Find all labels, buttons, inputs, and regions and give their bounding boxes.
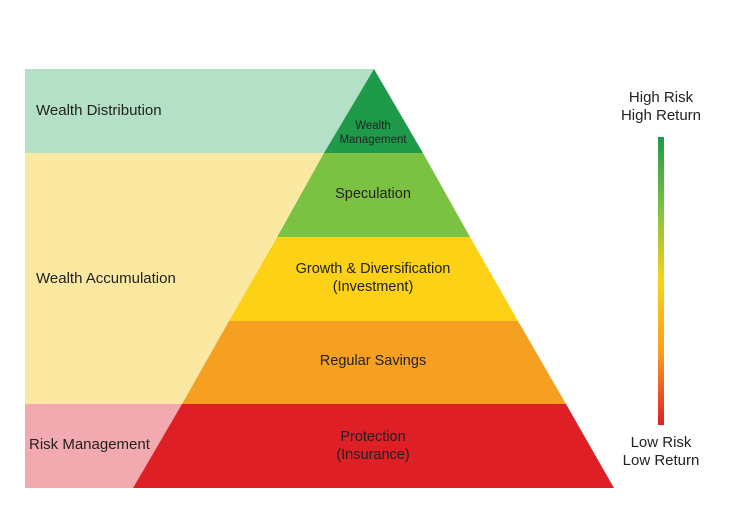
tier-label-line: Protection: [340, 429, 406, 445]
tier-protection: [133, 404, 614, 488]
tier-growth-diversification: [229, 237, 518, 321]
tier-label-line: Regular Savings: [319, 353, 427, 369]
scale-label-line: Low Risk: [630, 434, 692, 451]
tier-wealth-management: [324, 69, 423, 153]
tier-label-protection: Protection (Insurance): [336, 428, 409, 464]
band-label-wealth-distribution: Wealth Distribution: [36, 102, 162, 119]
tier-label-line: Management: [339, 134, 407, 146]
tier-label-growth-diversification: Growth & Diversification (Investment): [296, 260, 451, 296]
scale-label-high: High Risk High Return: [621, 89, 701, 125]
tier-regular-savings: [182, 321, 566, 404]
risk-management-band: [25, 404, 182, 488]
tier-label-regular-savings: Regular Savings: [320, 352, 426, 370]
scale-label-line: High Return: [620, 107, 702, 124]
tier-speculation: [277, 153, 470, 237]
scale-label-line: Low Return: [622, 452, 700, 469]
tier-label-wealth-management: Wealth Management: [339, 119, 406, 147]
scale-label-low: Low Risk Low Return: [623, 434, 700, 470]
band-label-risk-management: Risk Management: [29, 436, 150, 453]
tier-label-line: Growth & Diversification: [295, 261, 451, 277]
wealth-accumulation-band: [25, 153, 324, 404]
band-label-wealth-accumulation: Wealth Accumulation: [36, 270, 176, 287]
tier-label-line: Speculation: [335, 186, 411, 202]
wealth-distribution-band: [25, 69, 374, 153]
tier-label-line: (Insurance): [336, 447, 410, 463]
tier-label-line: Wealth: [355, 120, 391, 132]
risk-return-scale-bar: [658, 137, 664, 425]
tier-label-line: (Investment): [332, 279, 414, 295]
scale-label-line: High Risk: [628, 89, 694, 106]
tier-label-speculation: Speculation: [335, 185, 411, 203]
